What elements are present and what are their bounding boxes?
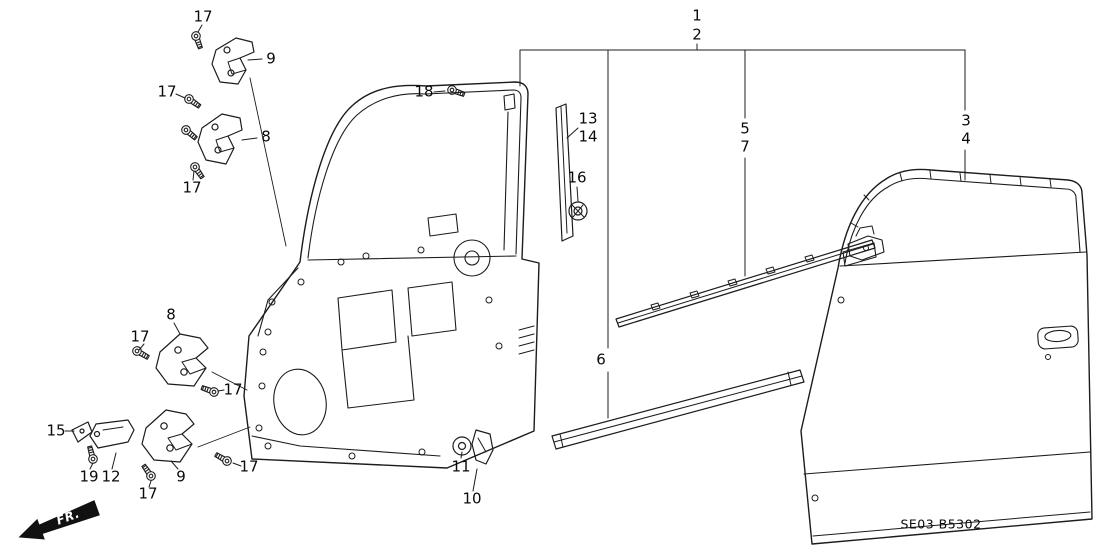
callout-11: 11 [451, 457, 471, 476]
callout-2: 2 [692, 25, 702, 44]
sash-and-grommet [555, 103, 588, 242]
callout-19: 19 [79, 467, 99, 486]
callout-13: 13 [578, 109, 598, 128]
callout-12: 12 [101, 467, 121, 486]
callout-15: 15 [46, 421, 66, 440]
clip-set [452, 429, 494, 465]
door-handle-recess [1037, 325, 1079, 350]
callout-17: 17 [157, 82, 177, 101]
callout-17: 17 [239, 457, 259, 476]
side-molding-upper [615, 225, 885, 328]
callout-1: 1 [692, 6, 702, 25]
callout-18: 18 [414, 82, 434, 101]
callout-17: 17 [138, 484, 158, 503]
hinge-upper-front [211, 37, 255, 85]
callout-17: 17 [193, 7, 213, 26]
callout-8: 8 [261, 127, 271, 146]
callout-6: 6 [596, 350, 606, 369]
hinge-upper-rear [197, 113, 243, 165]
hinge-lower-front [155, 333, 209, 387]
callout-16: 16 [567, 168, 587, 187]
callout-17: 17 [130, 327, 150, 346]
callout-3: 3 [961, 111, 971, 130]
callout-5: 5 [740, 119, 750, 138]
callout-9: 9 [266, 49, 276, 68]
door-outer-panel [800, 168, 1093, 545]
door-inner-panel [243, 81, 540, 469]
hinge-lower-rear [141, 409, 195, 463]
callout-4: 4 [961, 129, 971, 148]
callout-8: 8 [166, 305, 176, 324]
callout-17: 17 [223, 380, 243, 399]
door-checker [71, 419, 135, 449]
side-molding-lower [551, 369, 805, 450]
callout-9: 9 [176, 467, 186, 486]
callout-7: 7 [740, 137, 750, 156]
fr-arrow [18, 500, 100, 540]
callout-14: 14 [578, 127, 598, 146]
diagram-code: SE03 B5302 [900, 516, 982, 532]
callout-10: 10 [462, 489, 482, 508]
callout-17: 17 [182, 178, 202, 197]
